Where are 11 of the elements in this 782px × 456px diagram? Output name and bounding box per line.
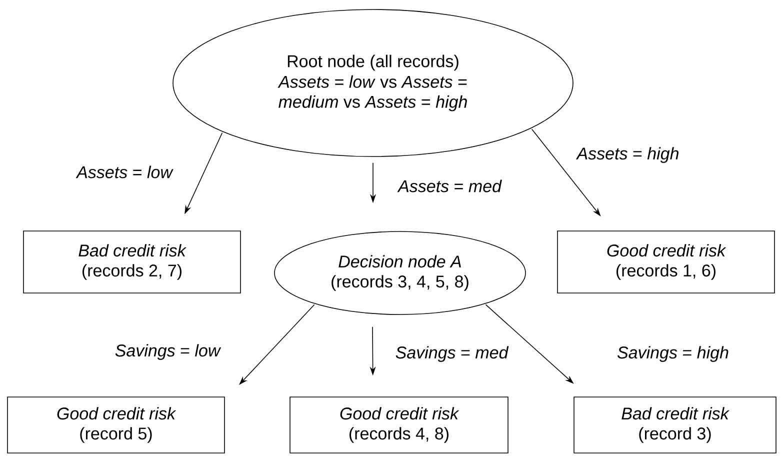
edge-label: Assets = low bbox=[76, 164, 174, 180]
edge-label: Savings = low bbox=[114, 343, 222, 361]
edge-label: Assets = high bbox=[576, 146, 680, 164]
leaf-box: Bad credit risk (records 2, 7) bbox=[23, 230, 241, 294]
leaf-box: Good credit risk (record 5) bbox=[7, 396, 225, 454]
leaf-box: Bad credit risk (record 3) bbox=[574, 396, 776, 454]
leaf-box: Good credit risk (records 4, 8) bbox=[290, 396, 508, 454]
edge-label: Savings = med bbox=[394, 345, 510, 363]
edge-label: Assets = med bbox=[397, 178, 503, 194]
leaf-box: Good credit risk (records 1, 6) bbox=[557, 230, 775, 294]
edge-label: Savings = high bbox=[616, 345, 730, 363]
